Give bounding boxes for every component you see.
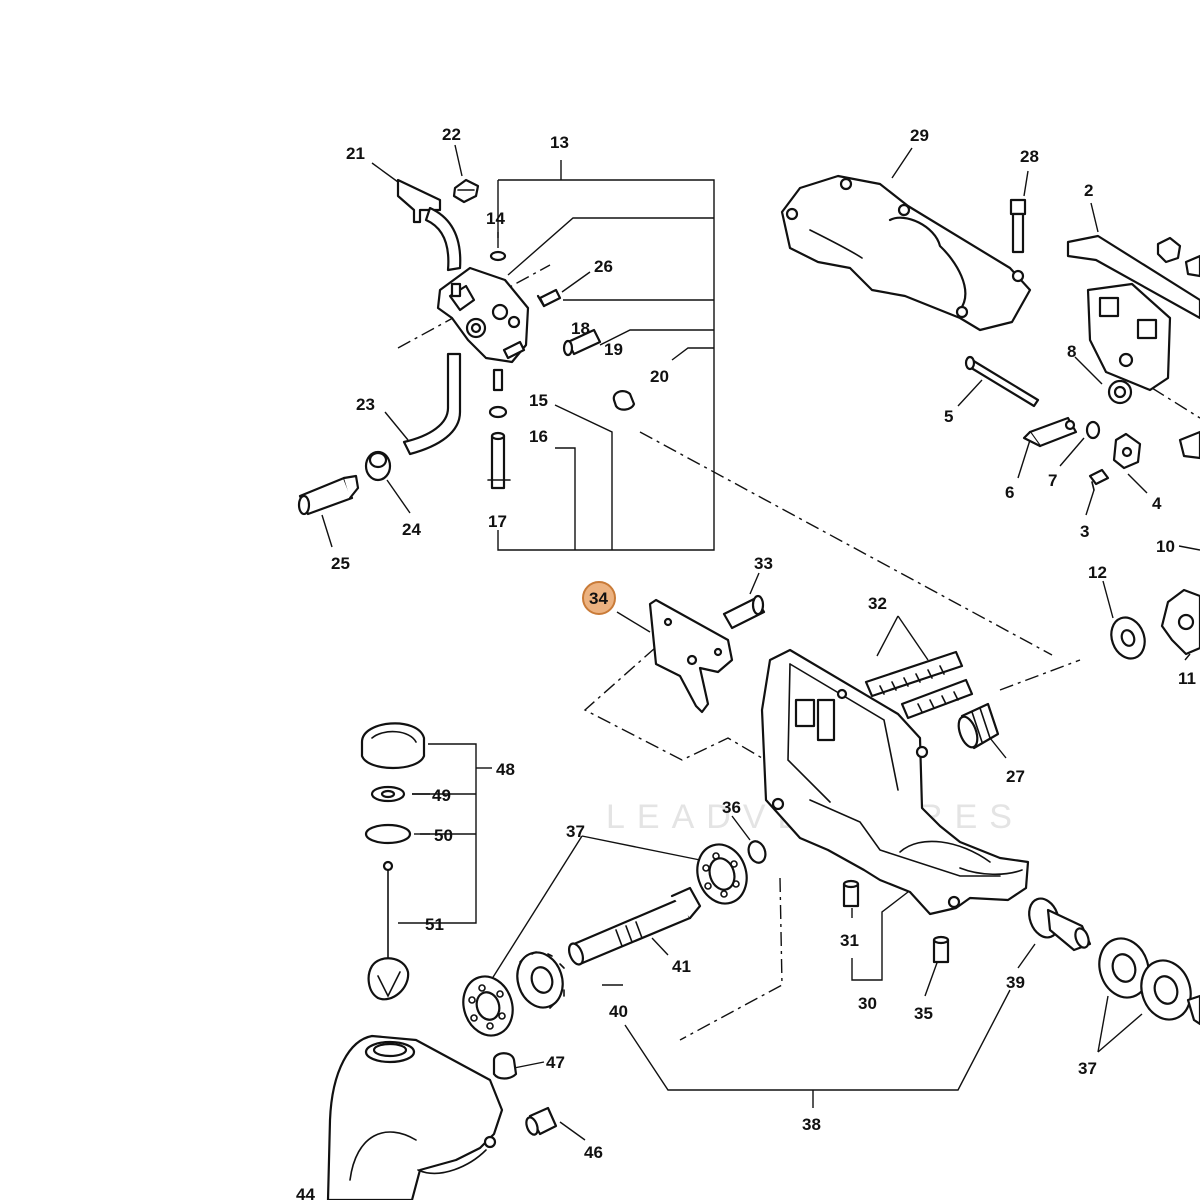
label-47: 47 [546, 1053, 565, 1072]
label-19: 19 [604, 340, 623, 359]
part-51-fuel-strainer [367, 860, 410, 1001]
label-18: 18 [571, 319, 590, 338]
part-37-bearing-top [696, 843, 748, 905]
part-37-bearing-left [462, 975, 514, 1037]
label-27: 27 [1006, 767, 1025, 786]
label-29: 29 [910, 126, 929, 145]
label-7: 7 [1048, 471, 1057, 490]
part-3-screw [1088, 468, 1110, 491]
part-11-sprocket [1160, 588, 1200, 656]
label-51: 51 [425, 915, 444, 934]
label-33: 33 [754, 554, 773, 573]
part-20-cap [612, 390, 636, 411]
part-18-spring [502, 340, 526, 360]
label-46: 46 [584, 1143, 603, 1162]
label-20: 20 [650, 367, 669, 386]
label-31: 31 [840, 931, 859, 950]
part-12-washer [1110, 616, 1146, 660]
label-28: 28 [1020, 147, 1039, 166]
part-49-seal [370, 785, 406, 803]
part-28-bolt [1009, 198, 1027, 254]
label-8: 8 [1067, 342, 1076, 361]
label-41: 41 [672, 957, 691, 976]
part-4-slider [1112, 432, 1142, 470]
label-36: 36 [722, 798, 741, 817]
part-gear-housing [760, 648, 1030, 916]
part-7-washer [1085, 420, 1101, 440]
label-5: 5 [944, 407, 953, 426]
label-6: 6 [1005, 483, 1014, 502]
part-19-adjust-pin [562, 328, 602, 357]
part-13-oil-pump [436, 266, 530, 364]
part-8-gear-nut [1107, 379, 1133, 405]
label-24: 24 [402, 520, 421, 539]
label-12: 12 [1088, 563, 1107, 582]
label-26: 26 [594, 257, 613, 276]
label-22: 22 [442, 125, 461, 144]
part-26-screw [536, 288, 562, 308]
part-24-grommet [364, 450, 392, 482]
part-39-pinion [1028, 897, 1092, 952]
label-15: 15 [529, 391, 548, 410]
label-17: 17 [488, 512, 507, 531]
label-2: 2 [1084, 181, 1093, 200]
part-29-clamp-housing [780, 174, 1032, 332]
part-37-bearings-right [1098, 937, 1200, 1026]
label-37-right: 37 [1078, 1059, 1097, 1078]
part-25-oil-filter [297, 474, 360, 516]
label-38: 38 [802, 1115, 821, 1134]
part-21-fuel-tube [396, 178, 462, 272]
part-48-tank-cap [360, 722, 426, 770]
part-16-washer [488, 405, 508, 419]
label-25: 25 [331, 554, 350, 573]
label-23: 23 [356, 395, 375, 414]
leader-lines [321, 144, 1200, 1141]
part-31-screw [842, 879, 860, 908]
part-35-screw [932, 935, 950, 964]
label-34: 34 [589, 589, 608, 608]
highlight-marker-34 [582, 581, 616, 615]
label-37-top: 37 [566, 822, 585, 841]
part-23-oil-hose [402, 352, 462, 456]
label-14: 14 [486, 209, 505, 228]
part-46-plug [525, 1106, 558, 1136]
part-34-cover-plate [648, 598, 734, 714]
label-13: 13 [550, 133, 569, 152]
label-44: 44 [296, 1185, 315, 1200]
part-2-guide-plate [1066, 234, 1200, 392]
part-40-gear [516, 951, 565, 1009]
label-40: 40 [609, 1002, 628, 1021]
label-4: 4 [1152, 494, 1162, 513]
part-15-spring [492, 368, 504, 392]
part-41-drive-shaft [567, 886, 702, 966]
part-5-tension-bolt [964, 355, 1040, 408]
part-14-clip [489, 250, 507, 262]
label-16: 16 [529, 427, 548, 446]
label-30: 30 [858, 994, 877, 1013]
label-3: 3 [1080, 522, 1089, 541]
label-39: 39 [1006, 973, 1025, 992]
part-27-bushing [957, 702, 1000, 750]
part-33-screw [722, 594, 766, 630]
label-49: 49 [432, 786, 451, 805]
label-32: 32 [868, 594, 887, 613]
label-48: 48 [496, 760, 515, 779]
part-nuts-right [1156, 236, 1200, 278]
part-labels: 21 22 13 14 26 18 19 20 15 16 17 23 24 2… [296, 125, 1196, 1200]
part-32-studs [864, 650, 974, 720]
part-right-edge [1178, 430, 1200, 460]
part-22-filter-block [452, 178, 480, 204]
label-21: 21 [346, 144, 365, 163]
label-11: 11 [1178, 669, 1196, 688]
part-47-vent-valve [492, 1052, 518, 1080]
part-50-o-ring [364, 823, 412, 845]
label-50: 50 [434, 826, 453, 845]
label-10: 10 [1156, 537, 1175, 556]
part-44-fuel-tank [326, 1034, 504, 1200]
label-35: 35 [914, 1004, 933, 1023]
part-17-pump-shaft [487, 431, 511, 490]
part-6-tension-pin [1022, 416, 1078, 448]
part-36-circlip [747, 840, 767, 864]
